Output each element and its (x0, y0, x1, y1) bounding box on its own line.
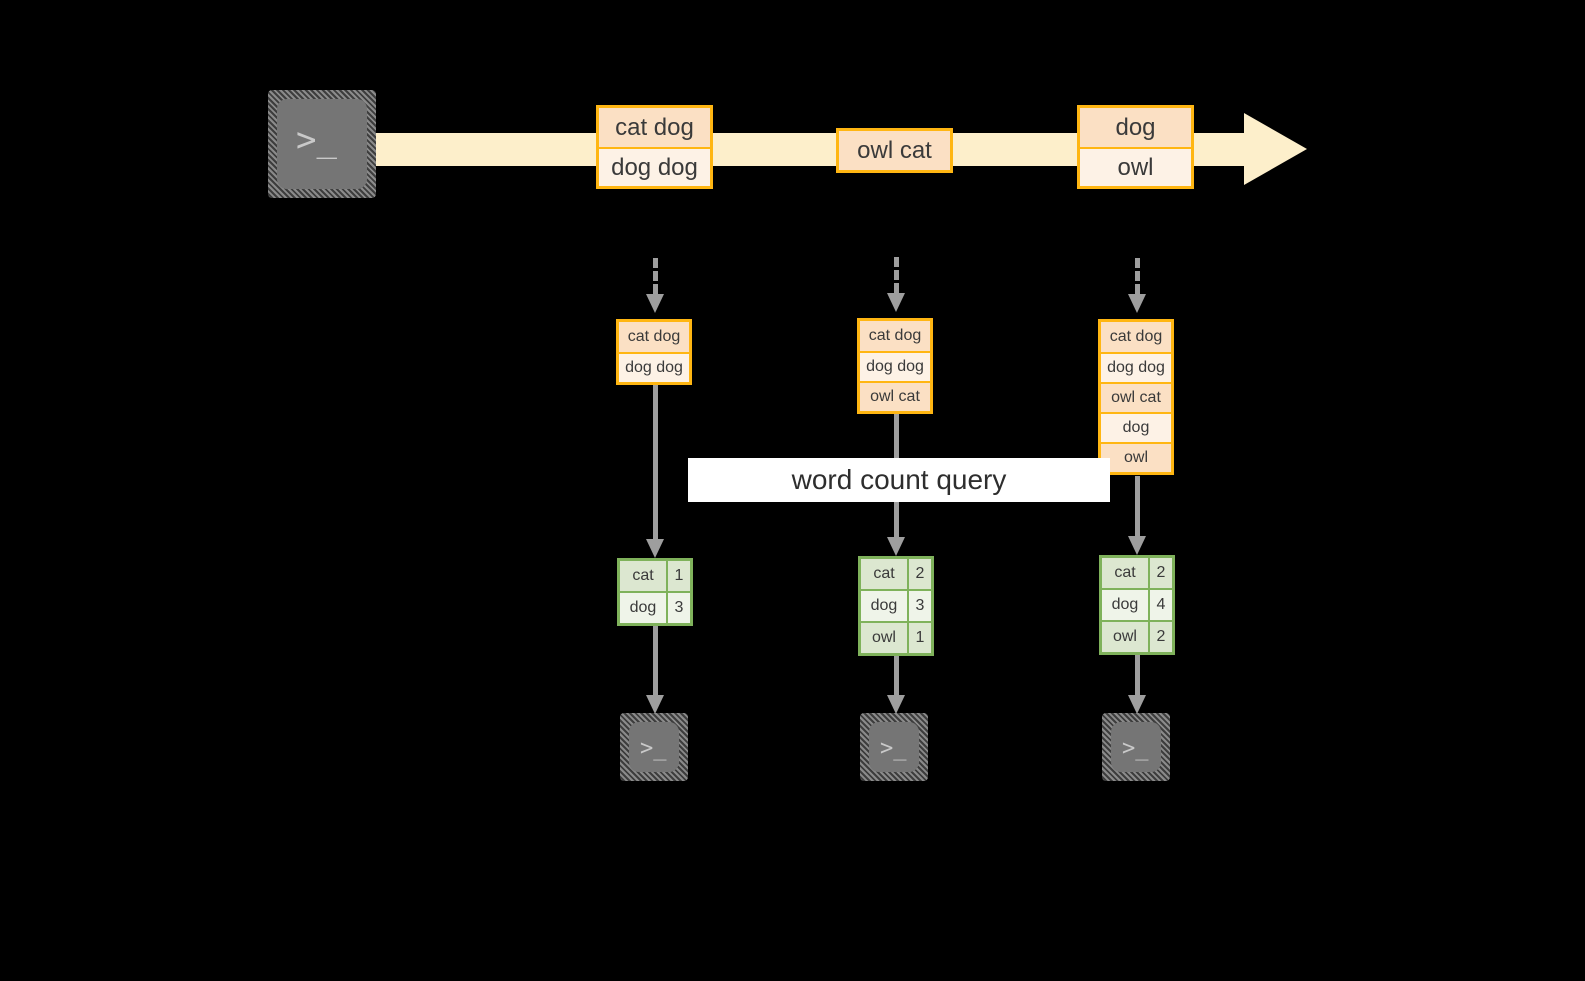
stream-record-line: dog dog (599, 147, 710, 186)
buffer-row: cat dog (860, 321, 930, 351)
stage-3-result-table: cat 2 dog 4 owl 2 (1099, 555, 1175, 655)
buffer-row: owl (1101, 442, 1171, 472)
down-arrow-icon (887, 695, 905, 714)
dashed-down-arrow-icon (646, 294, 664, 313)
buffer-row: owl cat (860, 381, 930, 411)
result-word: dog (1102, 590, 1148, 620)
stage-1-process-arrow (646, 383, 664, 558)
down-arrow-icon (646, 539, 664, 558)
result-word: cat (1102, 558, 1148, 588)
result-count: 2 (1147, 558, 1172, 588)
stage-3-output-arrow (1128, 651, 1146, 714)
table-row: dog 3 (861, 589, 931, 621)
down-arrow-icon (887, 537, 905, 556)
buffer-row: dog dog (860, 351, 930, 381)
stage-1-input-arrow (646, 258, 664, 313)
table-row: dog 4 (1102, 588, 1172, 620)
stage-3-sink-terminal-icon: >_ (1102, 713, 1170, 781)
buffer-row: dog (1101, 412, 1171, 442)
stream-record-line: owl (1080, 147, 1191, 186)
terminal-screen: >_ (629, 722, 679, 772)
stream-arrow-icon (1244, 113, 1307, 185)
result-word: owl (861, 623, 907, 653)
result-count: 1 (906, 623, 931, 653)
buffer-row: cat dog (619, 322, 689, 352)
stage-2-sink-terminal-icon: >_ (860, 713, 928, 781)
stage-1-buffer: cat dog dog dog (616, 319, 692, 385)
buffer-row: cat dog (1101, 322, 1171, 352)
terminal-prompt-glyph: >_ (880, 736, 907, 761)
stage-1-sink-terminal-icon: >_ (620, 713, 688, 781)
terminal-screen: >_ (1111, 722, 1161, 772)
result-count: 3 (906, 591, 931, 621)
terminal-prompt-glyph: >_ (640, 736, 667, 761)
terminal-screen: >_ (869, 722, 919, 772)
buffer-row: dog dog (619, 352, 689, 382)
terminal-prompt-glyph: >_ (296, 120, 337, 160)
result-count: 3 (665, 593, 690, 623)
result-word: dog (861, 591, 907, 621)
query-label: word count query (688, 458, 1110, 502)
result-word: owl (1102, 622, 1148, 652)
stream-record-line: cat dog (599, 108, 710, 147)
result-word: dog (620, 593, 666, 623)
stage-1-result-table: cat 1 dog 3 (617, 558, 693, 626)
table-row: cat 2 (1102, 558, 1172, 588)
stream-record-1: cat dog dog dog (596, 105, 713, 189)
table-row: owl 2 (1102, 620, 1172, 652)
source-terminal-icon: >_ (268, 90, 376, 198)
buffer-row: owl cat (1101, 382, 1171, 412)
stage-3-process-arrow (1128, 476, 1146, 555)
query-label-text: word count query (791, 464, 1007, 495)
buffer-row: dog dog (1101, 352, 1171, 382)
stage-3-input-arrow (1128, 258, 1146, 313)
stage-2-buffer: cat dog dog dog owl cat (857, 318, 933, 414)
table-row: dog 3 (620, 591, 690, 623)
stream-record-line: dog (1080, 108, 1191, 147)
table-row: cat 1 (620, 561, 690, 591)
down-arrow-icon (1128, 536, 1146, 555)
stage-1-output-arrow (646, 622, 664, 714)
down-arrow-icon (1128, 695, 1146, 714)
stream-record-line: owl cat (839, 131, 950, 170)
stream-record-2: owl cat (836, 128, 953, 173)
result-count: 2 (906, 559, 931, 589)
result-word: cat (620, 561, 666, 591)
dashed-down-arrow-icon (887, 293, 905, 312)
table-row: cat 2 (861, 559, 931, 589)
stream-record-3: dog owl (1077, 105, 1194, 189)
stage-2-output-arrow (887, 652, 905, 714)
table-row: owl 1 (861, 621, 931, 653)
stage-3-buffer: cat dog dog dog owl cat dog owl (1098, 319, 1174, 475)
result-word: cat (861, 559, 907, 589)
down-arrow-icon (646, 695, 664, 714)
terminal-prompt-glyph: >_ (1122, 736, 1149, 761)
stage-2-input-arrow (887, 257, 905, 312)
dashed-down-arrow-icon (1128, 294, 1146, 313)
stage-2-result-table: cat 2 dog 3 owl 1 (858, 556, 934, 656)
result-count: 4 (1147, 590, 1172, 620)
terminal-screen: >_ (277, 99, 367, 189)
result-count: 1 (665, 561, 690, 591)
result-count: 2 (1147, 622, 1172, 652)
